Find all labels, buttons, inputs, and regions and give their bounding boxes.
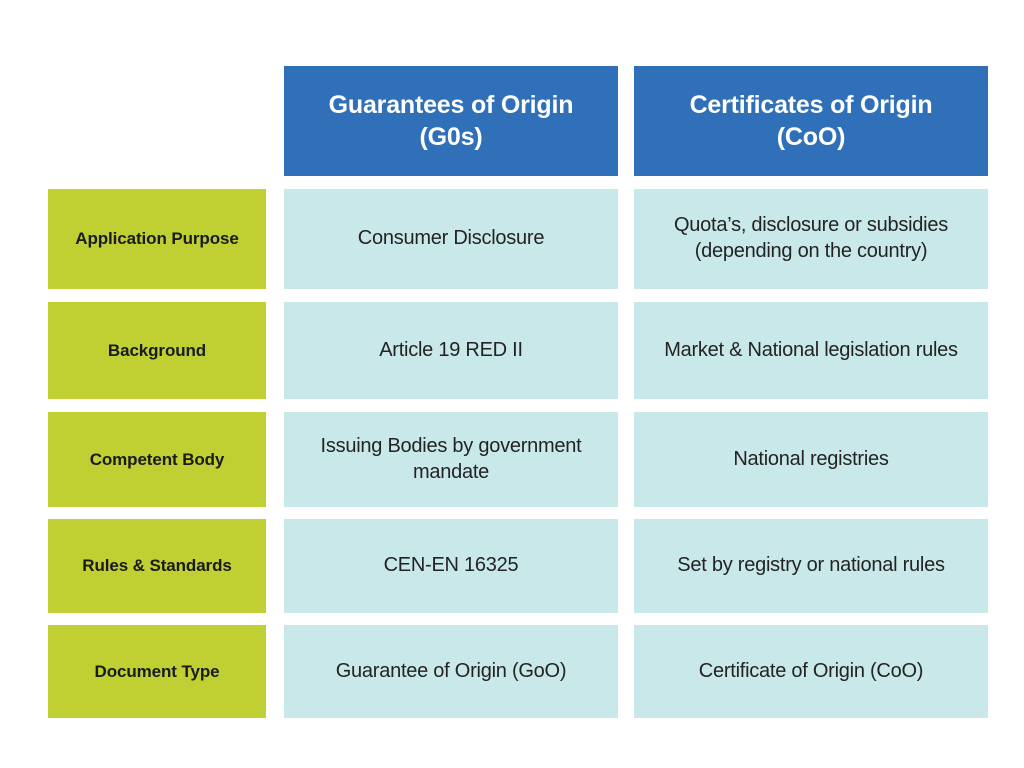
cell-text: Issuing Bodies by government mandate <box>320 434 582 483</box>
cell-go-competent-body: Issuing Bodies by government mandate <box>284 412 618 507</box>
cell-go-application-purpose: Consumer Disclosure <box>284 189 618 289</box>
cell-text: Guarantee of Origin (GoO) <box>335 659 567 682</box>
row-label-document-type: Document Type <box>48 625 266 718</box>
column-header-coo-line1: Certificates of Origin <box>689 91 933 119</box>
column-header-go-line2: (G0s) <box>419 123 483 151</box>
cell-coo-rules-and-standards: Set by registry or national rules <box>634 519 988 613</box>
cell-text: Article 19 RED II <box>379 338 523 361</box>
row-label-text: Application Purpose <box>75 229 239 249</box>
row-label-text: Background <box>107 340 207 360</box>
cell-text: CEN-EN 16325 <box>383 554 519 577</box>
column-header-guarantees-of-origin: Guarantees of Origin (G0s) <box>284 66 618 176</box>
cell-go-background: Article 19 RED II <box>284 302 618 399</box>
cell-go-rules-and-standards: CEN-EN 16325 <box>284 519 618 613</box>
row-label-application-purpose: Application Purpose <box>48 189 266 289</box>
row-label-background: Background <box>48 302 266 399</box>
cell-text: Set by registry or national rules <box>677 554 945 577</box>
table-corner-spacer <box>48 66 266 176</box>
cell-text: Certificate of Origin (CoO) <box>698 659 924 682</box>
row-label-text: Competent Body <box>89 449 225 469</box>
column-header-go-text: Guarantees of Origin (G0s) <box>294 89 608 153</box>
column-header-certificates-of-origin: Certificates of Origin (CoO) <box>634 66 988 176</box>
column-header-go-line1: Guarantees of Origin <box>328 91 574 119</box>
column-header-coo-line2: (CoO) <box>776 123 846 151</box>
cell-coo-application-purpose: Quota’s, disclosure or subsidies (depend… <box>634 189 988 289</box>
cell-coo-background: Market & National legislation rules <box>634 302 988 399</box>
cell-text: Market & National legislation rules <box>664 338 958 361</box>
row-label-text: Rules & Standards <box>82 556 232 576</box>
row-label-competent-body: Competent Body <box>48 412 266 507</box>
column-header-coo-text: Certificates of Origin (CoO) <box>644 89 978 153</box>
cell-text: National registries <box>733 447 889 470</box>
cell-text: Quota’s, disclosure or subsidies (depend… <box>674 214 948 262</box>
cell-coo-competent-body: National registries <box>634 412 988 507</box>
cell-coo-document-type: Certificate of Origin (CoO) <box>634 625 988 718</box>
cell-go-document-type: Guarantee of Origin (GoO) <box>284 625 618 718</box>
row-label-rules-and-standards: Rules & Standards <box>48 519 266 613</box>
row-label-text: Document Type <box>94 661 220 681</box>
cell-text: Consumer Disclosure <box>357 227 545 250</box>
